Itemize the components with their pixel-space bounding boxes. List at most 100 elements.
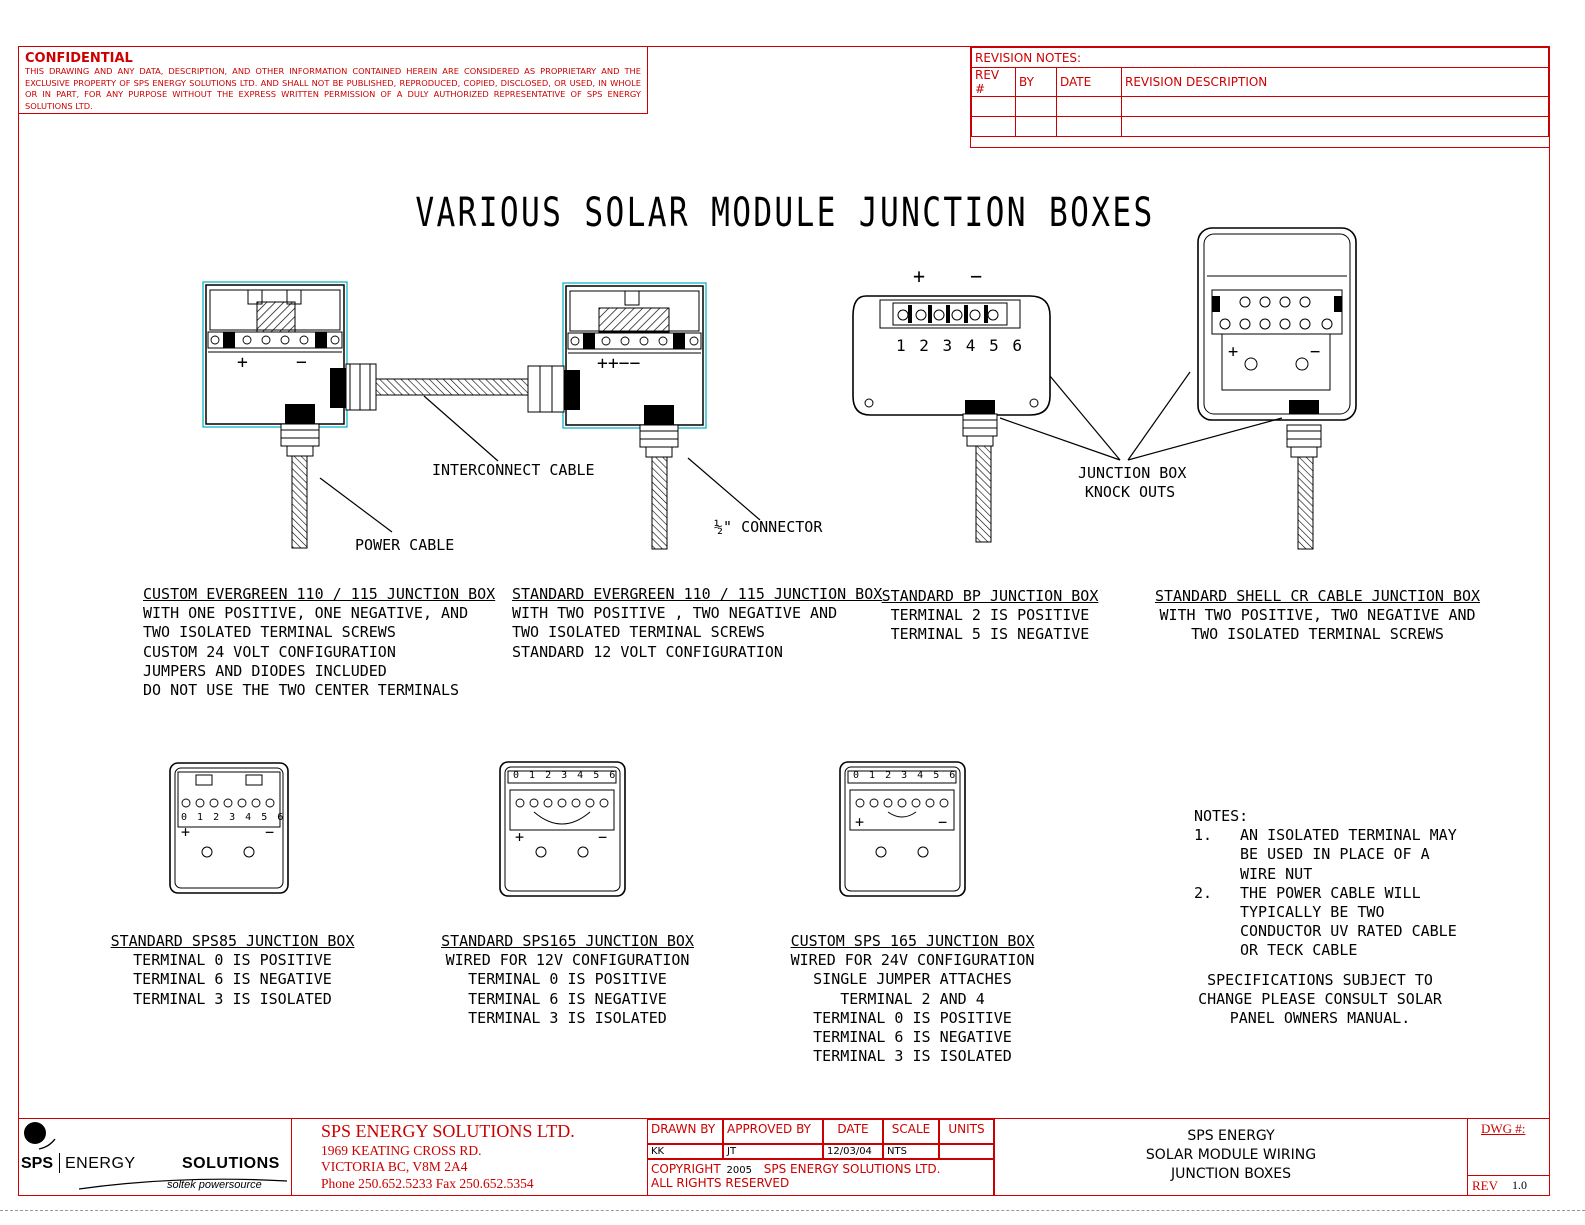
spec-line: CHANGE PLEASE CONSULT SOLAR [1198, 990, 1442, 1009]
sps85-plus-label: + [181, 823, 191, 841]
revision-notes-table: REVISION NOTES: REV # BY DATE REVISION D… [970, 46, 1550, 148]
standard-evergreen-description: STANDARD EVERGREEN 110 / 115 JUNCTION BO… [512, 585, 882, 662]
notes-section: NOTES: 1.AN ISOLATED TERMINAL MAY BE USE… [1194, 807, 1457, 961]
spec-line: PANEL OWNERS MANUAL. [1229, 1009, 1411, 1028]
copyright-year: 2005 [726, 1165, 752, 1176]
rev-value: 1.0 [1512, 1178, 1527, 1192]
units-label: UNITS [939, 1119, 994, 1144]
units-value [939, 1144, 994, 1159]
date-label: DATE [823, 1119, 883, 1144]
date-value: 12/03/04 [823, 1144, 883, 1159]
sps165-12v-box-drawing [499, 761, 626, 897]
description-line: TERMINAL 0 IS POSITIVE [133, 951, 332, 970]
description-line: TERMINAL 6 IS NEGATIVE [468, 989, 667, 1008]
logo-sps: SPS [21, 1155, 54, 1172]
sps165-24v-box-drawing [839, 761, 966, 897]
shell-cr-box-drawing [1197, 227, 1357, 550]
shell-minus-label: − [1310, 342, 1321, 362]
sps165-12v-terminal-numbers: 0 1 2 3 4 5 6 [513, 770, 618, 781]
sps85-box-drawing [169, 762, 289, 894]
note-1-line: AN ISOLATED TERMINAL MAY [1240, 826, 1457, 845]
note-2-line: TYPICALLY BE TWO [1240, 903, 1385, 922]
revision-cell: REV 1.0 [1468, 1175, 1549, 1196]
power-cable-label: POWER CABLE [355, 536, 455, 554]
description-line: WIRED FOR 12V CONFIGURATION [445, 951, 690, 970]
bp-terminal-numbers: 1 2 3 4 5 6 [896, 336, 1024, 355]
interconnect-cable-label: INTERCONNECT CABLE [432, 461, 595, 479]
description-col-header: REVISION DESCRIPTION [1121, 67, 1549, 97]
description-line: TWO ISOLATED TERMINAL SCREWS [1191, 625, 1444, 644]
description-line: TERMINAL 3 IS ISOLATED [133, 989, 332, 1008]
standard-evergreen-box-drawing [527, 282, 707, 550]
approved-by-label: APPROVED BY [723, 1119, 823, 1144]
confidential-heading: CONFIDENTIAL [25, 51, 133, 66]
sps165-24v-plus-label: + [855, 813, 865, 831]
description-line: WITH ONE POSITIVE, ONE NEGATIVE, AND [143, 604, 469, 623]
bp-plus-label: + [913, 264, 926, 288]
custom-evergreen-description: CUSTOM EVERGREEN 110 / 115 JUNCTION BOX … [143, 585, 495, 700]
note-2-line: THE POWER CABLE WILL [1240, 883, 1421, 902]
sps165-24v-description: CUSTOM SPS 165 JUNCTION BOX WIRED FOR 24… [785, 932, 1040, 1066]
description-line: TWO ISOLATED TERMINAL SCREWS [512, 623, 765, 642]
by-col-header: BY [1015, 67, 1057, 97]
shell-plus-label: + [1228, 342, 1239, 362]
bp-description: STANDARD BP JUNCTION BOX TERMINAL 2 IS P… [870, 587, 1110, 645]
notes-heading: NOTES: [1194, 807, 1249, 825]
sps165-24v-terminal-numbers: 0 1 2 3 4 5 6 [853, 770, 958, 781]
description-line: JUMPERS AND DIODES INCLUDED [143, 661, 387, 680]
drawn-by-label: DRAWN BY [647, 1119, 723, 1144]
logo-divider [59, 1153, 60, 1173]
shell-cr-description: STANDARD SHELL CR CABLE JUNCTION BOX WIT… [1150, 587, 1485, 645]
description-line: DO NOT USE THE TWO CENTER TERMINALS [143, 681, 460, 700]
note-1-line: WIRE NUT [1240, 864, 1313, 883]
sps165-12v-description: STANDARD SPS165 JUNCTION BOX WIRED FOR 1… [440, 932, 695, 1028]
drawing-title-line: JUNCTION BOXES [1170, 1166, 1292, 1182]
custom-evergreen-title: CUSTOM EVERGREEN 110 / 115 JUNCTION BOX [143, 585, 496, 603]
drawing-title-line: SOLAR MODULE WIRING [1145, 1147, 1317, 1163]
description-line: SINGLE JUMPER ATTACHES [813, 970, 1012, 989]
drawing-title-line: SPS ENERGY [1187, 1128, 1275, 1144]
copyright-cell: COPYRIGHT 2005 SPS ENERGY SOLUTIONS LTD.… [647, 1159, 994, 1195]
bp-minus-label: − [970, 264, 983, 288]
shell-cr-title: STANDARD SHELL CR CABLE JUNCTION BOX [1154, 587, 1481, 605]
leader-lines [319, 371, 1283, 533]
page-edge [0, 1210, 1585, 1211]
standard-evergreen-title: STANDARD EVERGREEN 110 / 115 JUNCTION BO… [512, 585, 883, 603]
sps165-12v-minus-label: − [598, 828, 608, 846]
logo-tagline: soltek powersource [167, 1179, 262, 1191]
description-line: STANDARD 12 VOLT CONFIGURATION [512, 642, 783, 661]
title-block: SPS ENERGY SOLUTIONS soltek powersource … [18, 1118, 1550, 1196]
logo-solutions: SOLUTIONS [182, 1155, 280, 1172]
logo-energy: ENERGY [65, 1155, 136, 1172]
description-line: TERMINAL 6 IS NEGATIVE [813, 1028, 1012, 1047]
sps165-12v-title: STANDARD SPS165 JUNCTION BOX [441, 932, 694, 950]
plus-minus-labels: ++−− [597, 353, 641, 374]
bp-box-drawing [852, 295, 1051, 543]
copyright-label: COPYRIGHT [651, 1162, 721, 1176]
note-1-line: BE USED IN PLACE OF A [1240, 845, 1430, 864]
minus-label: − [296, 352, 307, 373]
description-line: WIRED FOR 24V CONFIGURATION [790, 951, 1035, 970]
interconnect-cable-drawing [375, 378, 531, 396]
description-line: TERMINAL 2 IS POSITIVE [890, 606, 1090, 625]
approved-by-value: JT [723, 1144, 823, 1159]
sps85-terminal-numbers: 0 1 2 3 4 5 6 [181, 812, 286, 823]
sps85-minus-label: − [265, 823, 275, 841]
description-line: TERMINAL 3 IS ISOLATED [813, 1047, 1012, 1066]
description-line: CUSTOM 24 VOLT CONFIGURATION [143, 642, 396, 661]
description-line: TERMINAL 0 IS POSITIVE [813, 1008, 1012, 1027]
dwg-number-label: DWG #: [1481, 1121, 1526, 1136]
description-line: WITH TWO POSITIVE, TWO NEGATIVE AND [1159, 606, 1476, 625]
description-line: TWO ISOLATED TERMINAL SCREWS [143, 623, 396, 642]
note-2-line: CONDUCTOR UV RATED CABLE [1240, 922, 1457, 941]
note-2-line: OR TECK CABLE [1240, 941, 1358, 960]
rev-label: REV [1472, 1178, 1498, 1193]
confidential-notice: CONFIDENTIAL THIS DRAWING AND ANY DATA, … [18, 46, 648, 114]
drawing-title: VARIOUS SOLAR MODULE JUNCTION BOXES [415, 190, 1155, 236]
confidential-text: THIS DRAWING AND ANY DATA, DESCRIPTION, … [25, 66, 641, 111]
sps85-description: STANDARD SPS85 JUNCTION BOX TERMINAL 0 I… [110, 932, 355, 1009]
spec-line: SPECIFICATIONS SUBJECT TO [1207, 971, 1433, 989]
rights-reserved: ALL RIGHTS RESERVED [651, 1176, 790, 1190]
description-line: TERMINAL 2 AND 4 [840, 989, 985, 1008]
